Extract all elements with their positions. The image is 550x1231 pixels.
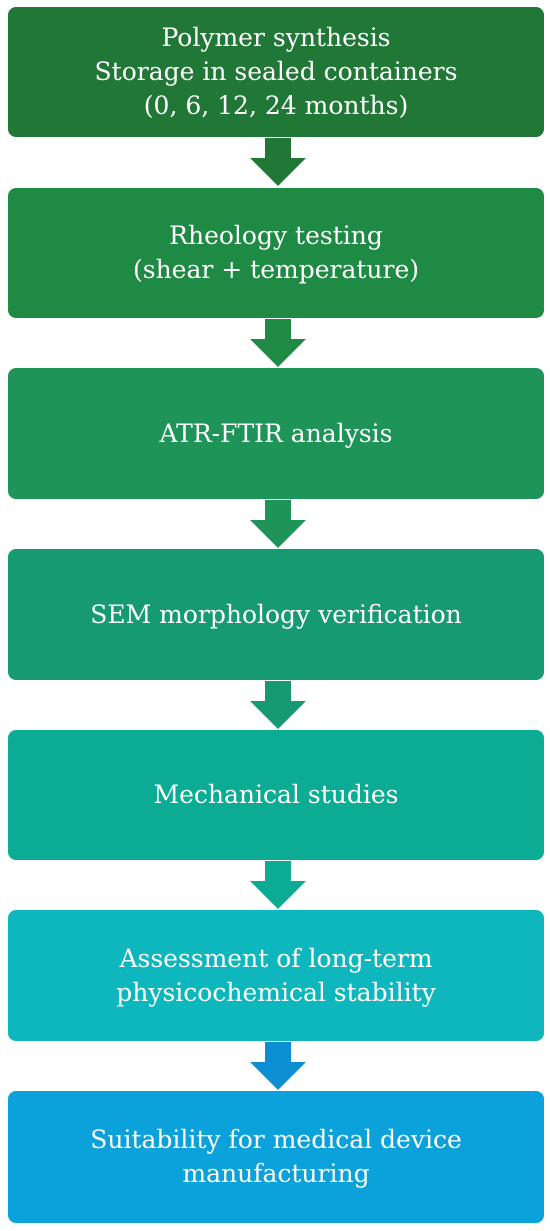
down-arrow-icon: [250, 138, 306, 186]
step-stability-assessment: Assessment of long-term physicochemical …: [8, 910, 544, 1041]
step-line: manufacturing: [182, 1159, 370, 1188]
step-line: ATR-FTIR analysis: [159, 418, 393, 448]
step-line: Rheology testing: [169, 221, 383, 250]
step-atr-ftir-analysis: ATR-FTIR analysis: [8, 368, 544, 499]
step-line: Mechanical studies: [153, 780, 399, 809]
down-arrow-icon: [250, 1042, 306, 1090]
step-line: Polymer synthesis: [161, 23, 391, 52]
down-arrow-icon: [250, 861, 306, 909]
step-rheology-testing: Rheology testing (shear + temperature): [8, 188, 544, 318]
step-line: (shear + temperature): [132, 255, 420, 284]
step-line: Assessment of long-term: [119, 943, 433, 973]
step-line: Suitability for medical device: [90, 1125, 462, 1154]
step-polymer-synthesis: Polymer synthesis Storage in sealed cont…: [8, 7, 544, 137]
step-line: Storage in sealed containers: [94, 57, 458, 86]
down-arrow-icon: [250, 500, 306, 548]
step-line: physicochemical stability: [116, 977, 436, 1007]
step-line: (0, 6, 12, 24 months): [143, 91, 409, 120]
down-arrow-icon: [250, 319, 306, 367]
step-sem-morphology: SEM morphology verification: [8, 549, 544, 680]
step-mechanical-studies: Mechanical studies: [8, 730, 544, 860]
down-arrow-icon: [250, 681, 306, 729]
step-line: SEM morphology verification: [90, 599, 462, 629]
step-medical-device-suitability: Suitability for medical device manufactu…: [8, 1091, 544, 1223]
